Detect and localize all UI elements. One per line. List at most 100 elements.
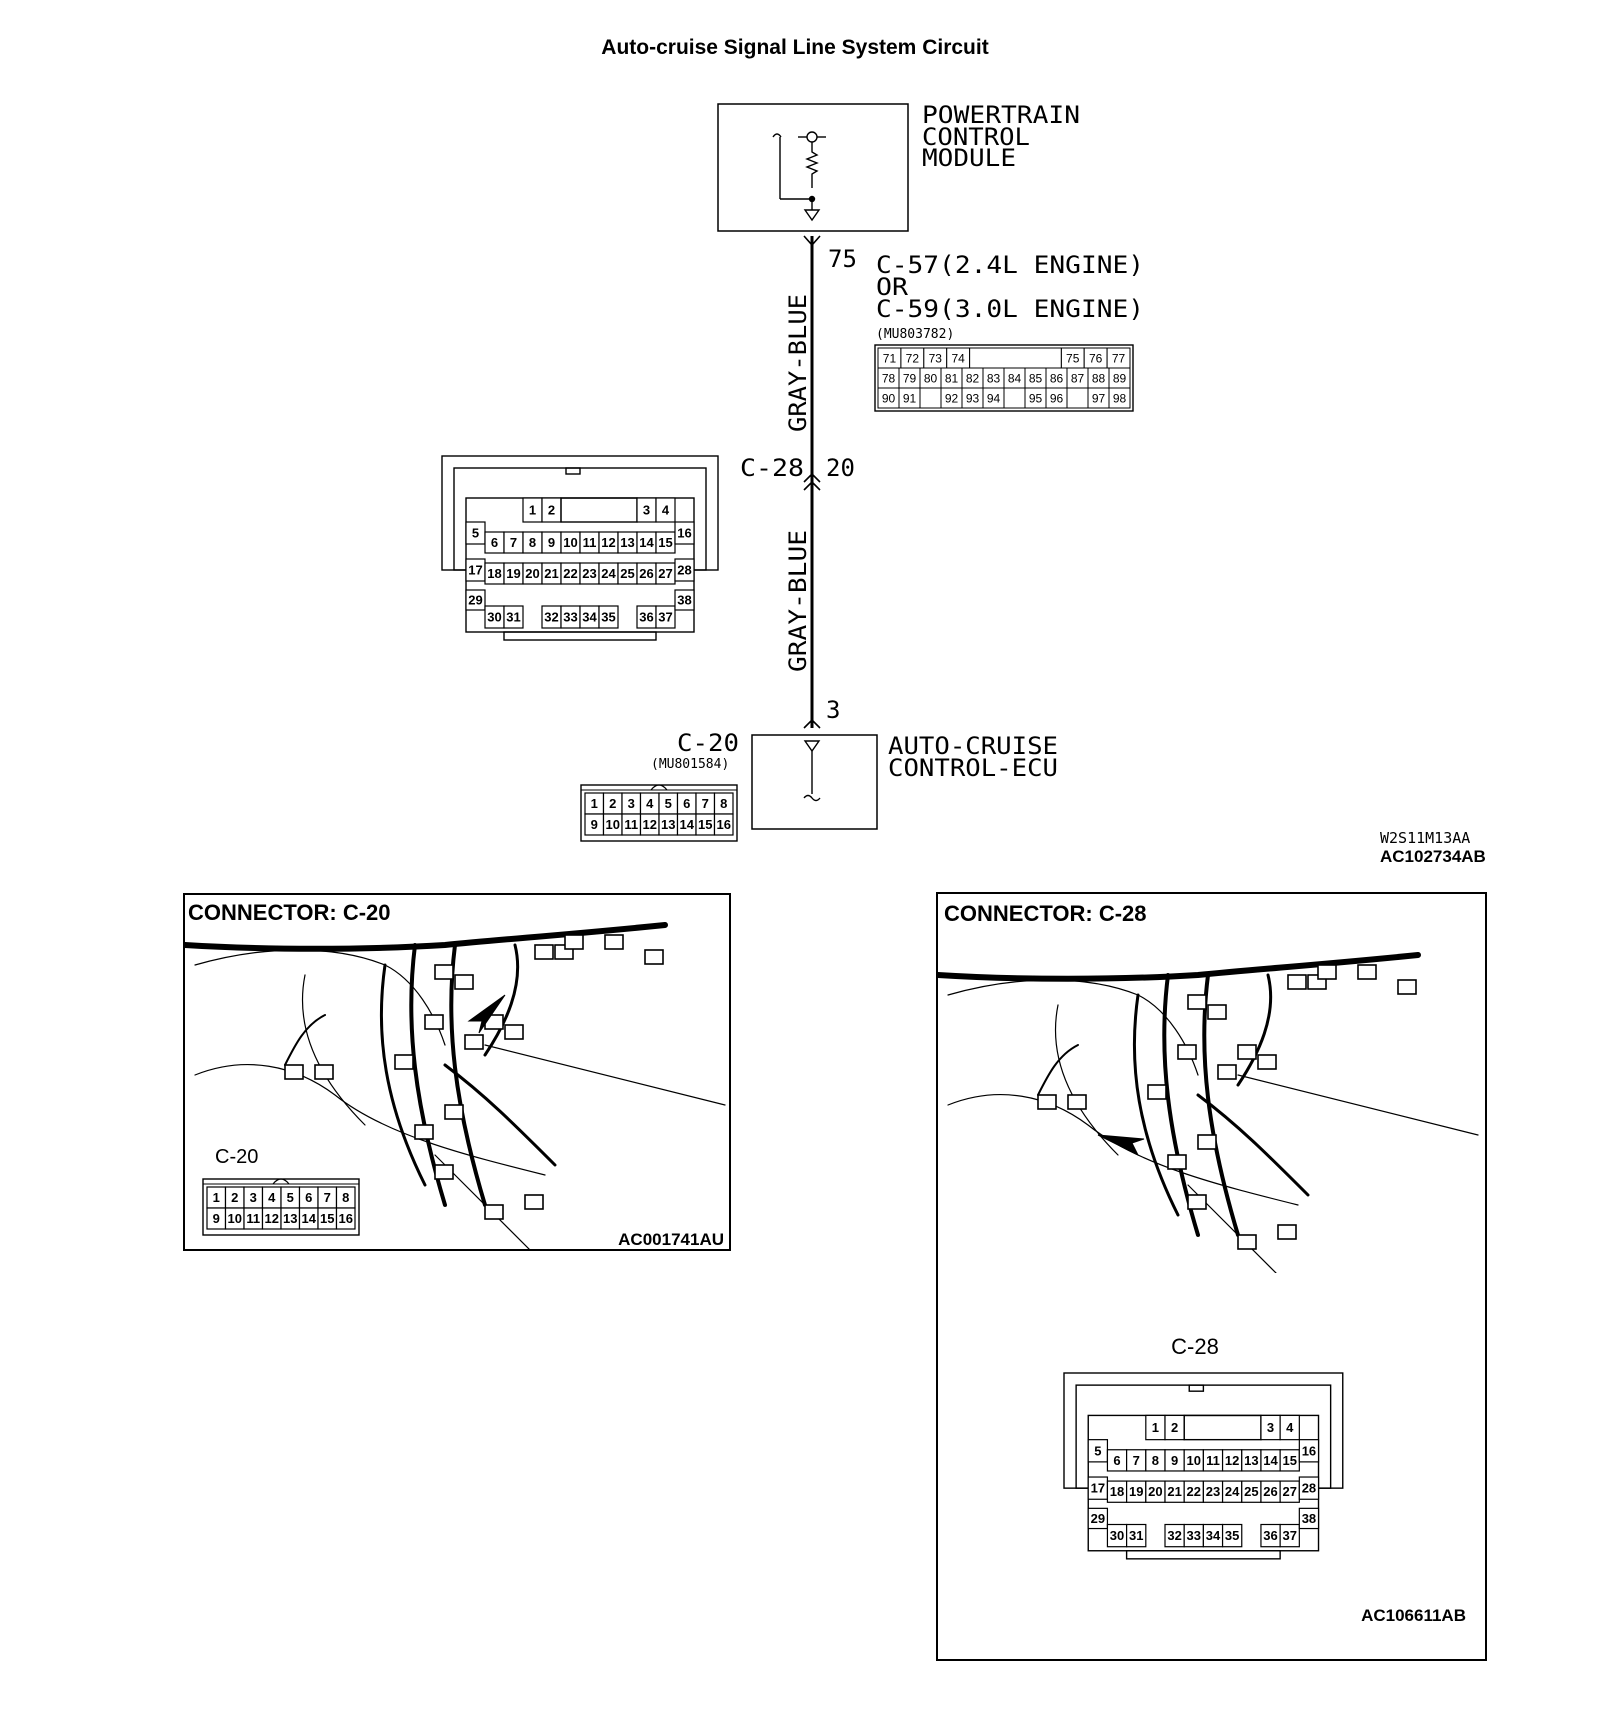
branch-harness [1132, 993, 1180, 1217]
c28-lock-tab [565, 467, 581, 475]
connector-pin-cell [503, 605, 524, 629]
c28-bottom-key [503, 631, 657, 641]
connector-pin-number: 19 [506, 566, 520, 581]
c28-bottom-key [1125, 1550, 1281, 1560]
connector-pin-cell [1279, 1523, 1300, 1548]
connector-pin-number: 30 [1110, 1528, 1124, 1543]
connector-pin-number: 15 [698, 817, 712, 832]
harness-connector [1177, 1044, 1197, 1060]
harness-connector [1067, 1094, 1087, 1110]
dash-outline [194, 949, 446, 1046]
connector-pin-number: 7 [1133, 1453, 1140, 1468]
connector-pin-cell [1298, 1439, 1320, 1463]
branch-harness [443, 1063, 557, 1167]
harness-connector [284, 1064, 304, 1080]
connector-pin-number: 76 [1089, 352, 1103, 366]
harness-location-illustration-right [937, 952, 1479, 1273]
connector-pin-number: 14 [1263, 1453, 1278, 1468]
connector-pin-number: 8 [342, 1190, 349, 1205]
connector-pin-number: 33 [563, 610, 577, 625]
harness-connector [1397, 979, 1417, 995]
harness-connector [1237, 1234, 1257, 1250]
connector-pin-number: 85 [1029, 372, 1043, 386]
connector-pin-number: 35 [601, 610, 615, 625]
connector-pin-number: 34 [582, 610, 597, 625]
connector-pin-number: 12 [265, 1211, 279, 1226]
pcm-connector-part-number: (MU803782) [876, 327, 954, 342]
connector-pin-number: 27 [658, 566, 672, 581]
connector-pin-number: 82 [966, 372, 980, 386]
connector-pin-number: 10 [563, 535, 577, 550]
panel-left-code: AC001741AU [618, 1230, 724, 1249]
connector-pin-number: 2 [1171, 1420, 1178, 1435]
connector-pin-number: 84 [1008, 372, 1022, 386]
connector-pin-number: 93 [966, 392, 980, 406]
connector-pin-number: 74 [952, 352, 966, 366]
harness-connector [1147, 1084, 1167, 1100]
harness-connector [564, 934, 584, 950]
connector-pin-number: 1 [213, 1190, 220, 1205]
panel-left-title: CONNECTOR: C-20 [188, 900, 391, 925]
location-arrow [467, 994, 506, 1034]
c20-connector-label: C-20 [677, 729, 739, 757]
connector-pin-number: 83 [987, 372, 1001, 386]
connector-pin-cell [335, 1207, 356, 1230]
dash-outline [947, 979, 1199, 1076]
connector-pin-number: 19 [1129, 1484, 1143, 1499]
harness-connector [1207, 1004, 1227, 1020]
connector-pin-number: 6 [683, 796, 690, 811]
connector-pin-number: 5 [287, 1190, 294, 1205]
connector-pin-number: 29 [468, 593, 482, 608]
connector-pin-number: 23 [1206, 1484, 1220, 1499]
harness-connector [1187, 1194, 1207, 1210]
harness-connector [1357, 964, 1377, 980]
connector-pin-number: 32 [1167, 1528, 1181, 1543]
connector-pin-number: 24 [601, 566, 616, 581]
wire-color-lower: GRAY-BLUE [784, 530, 812, 672]
connector-pin-cell [655, 605, 676, 629]
connector-pin-number: 1 [1152, 1420, 1159, 1435]
connector-pin-number: 71 [883, 352, 897, 366]
connector-pin-number: 14 [302, 1211, 317, 1226]
branch-harness [1236, 973, 1273, 1087]
connector-pin-number: 37 [658, 610, 672, 625]
connector-pin-number: 36 [1263, 1528, 1277, 1543]
pcm-label-line3: MODULE [922, 144, 1016, 172]
connector-pin-number: 89 [1113, 372, 1127, 386]
harness-connector [1217, 1064, 1237, 1080]
connector-pin-number: 4 [1286, 1420, 1294, 1435]
connector-pin-number: 26 [639, 566, 653, 581]
pcm-connector-name-1: C-57(2.4L ENGINE) [876, 251, 1144, 279]
connector-pin-number: 12 [601, 535, 615, 550]
connector-pin-number: 8 [529, 535, 536, 550]
connector-pin-number: 22 [563, 566, 577, 581]
connector-pin-number: 86 [1050, 372, 1064, 386]
connector-pin-number: 10 [228, 1211, 242, 1226]
connector-pin-number: 30 [487, 610, 501, 625]
connector-pin-cell [598, 605, 619, 629]
harness-connector [504, 1024, 524, 1040]
harness-connector [644, 949, 664, 965]
connector-pin-number: 2 [609, 796, 616, 811]
dash-outline [1237, 1074, 1479, 1136]
connector-pin-number: 95 [1029, 392, 1043, 406]
connector-pin-cell [1066, 387, 1089, 409]
connector-pin-number: 13 [661, 817, 675, 832]
connector-pin-cell [1087, 1507, 1109, 1530]
connector-pin-number: 27 [1283, 1484, 1297, 1499]
panel-left-connector-label: C-20 [215, 1146, 258, 1168]
connector-pin-number: 31 [1129, 1528, 1143, 1543]
connector-pin-number: 29 [1091, 1511, 1105, 1526]
harness-connector [434, 964, 454, 980]
c28-connector-label: C-28 [740, 454, 804, 482]
connector-pin-number: 1 [529, 503, 536, 518]
connector-pin-number: 13 [620, 535, 634, 550]
connector-pin-number: 87 [1071, 372, 1085, 386]
connector-pin-number: 14 [680, 817, 695, 832]
dash-outline [194, 1064, 546, 1176]
connector-pin-number: 11 [246, 1211, 260, 1226]
c28-lock-tab [1188, 1384, 1205, 1392]
